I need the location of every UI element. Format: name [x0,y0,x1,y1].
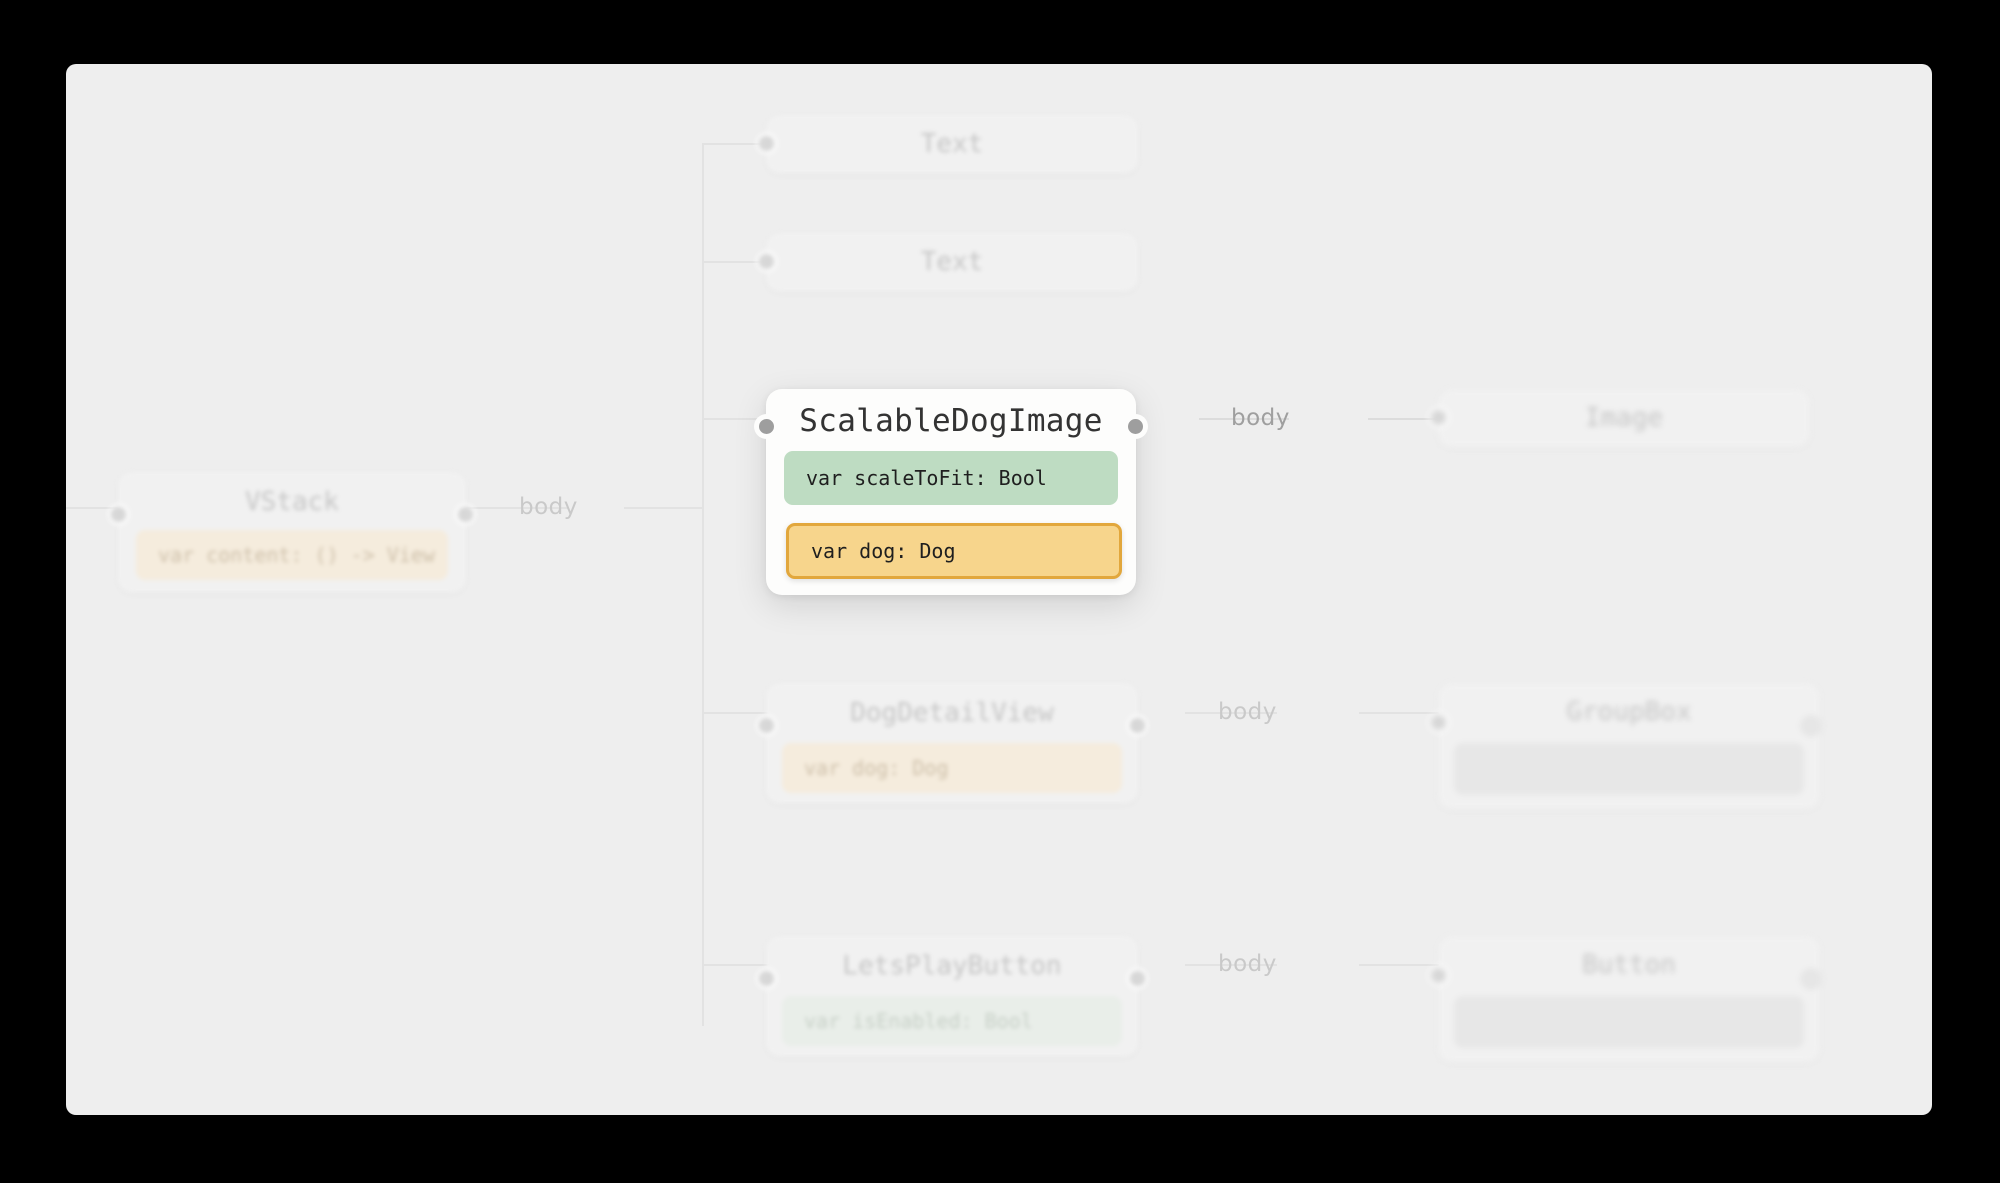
port-image-in[interactable] [1431,410,1446,425]
node-letsplaybutton[interactable]: LetsPlayButton var isEnabled: Bool [759,936,1145,1056]
port-text-2-in[interactable] [759,254,774,269]
property-dogdetailview-dog[interactable]: var dog: Dog [782,743,1122,793]
node-image[interactable]: Image [1431,389,1810,447]
port-groupbox-in[interactable] [1431,715,1446,730]
wire-ddv-out-right [1359,712,1439,714]
slot-button-content[interactable] [1454,996,1804,1048]
node-vstack[interactable]: VStack var content: () -> View [111,472,473,592]
node-text-1[interactable]: Text [759,115,1138,173]
wire-sdi-out-right [1368,418,1438,420]
property-letsplaybutton-isenabled[interactable]: var isEnabled: Bool [782,996,1122,1046]
port-vstack-in[interactable] [111,507,126,522]
property-vstack-content[interactable]: var content: () -> View [136,530,448,580]
node-text-1-title: Text [920,129,984,159]
node-letsplaybutton-title: LetsPlayButton [842,951,1062,981]
node-text-2-title: Text [920,247,984,277]
node-groupbox[interactable]: GroupBox [1431,683,1822,809]
wire-trunk [702,143,704,1026]
node-dogdetailview-title: DogDetailView [850,698,1054,728]
wire-sdi-out-left [1199,418,1289,420]
port-button-out[interactable] [1800,968,1822,990]
node-scalabledogimage[interactable]: ScalableDogImage var scaleToFit: Bool va… [759,389,1143,595]
port-scalabledogimage-out[interactable] [1128,419,1143,434]
wire-lpb-out-left [1185,964,1277,966]
port-dogdetailview-out[interactable] [1130,718,1145,733]
node-dogdetailview[interactable]: DogDetailView var dog: Dog [759,683,1145,803]
graph-canvas[interactable]: body body body body VStack var content: … [66,64,1932,1115]
port-letsplaybutton-in[interactable] [759,971,774,986]
wire-root-out-right [624,507,702,509]
port-scalabledogimage-in[interactable] [759,419,774,434]
node-button[interactable]: Button [1431,936,1822,1062]
wire-ddv-out-left [1185,712,1277,714]
node-image-title: Image [1584,403,1664,433]
edge-label-root-body: body [519,494,578,520]
node-text-2[interactable]: Text [759,233,1138,291]
port-letsplaybutton-out[interactable] [1130,971,1145,986]
wire-root-inlet [66,507,126,509]
port-dogdetailview-in[interactable] [759,718,774,733]
node-button-title: Button [1582,950,1676,980]
edge-label-scalabledogimage-body: body [1231,405,1290,431]
port-text-1-in[interactable] [759,136,774,151]
port-button-in[interactable] [1431,968,1446,983]
wire-lpb-out-right [1359,964,1439,966]
wire-root-out-left [458,507,568,509]
edge-label-letsplaybutton-body: body [1218,951,1277,977]
edge-label-dogdetailview-body: body [1218,699,1277,725]
port-groupbox-out[interactable] [1800,715,1822,737]
node-groupbox-title: GroupBox [1566,697,1692,727]
slot-groupbox-content[interactable] [1454,743,1804,795]
property-scaletofit[interactable]: var scaleToFit: Bool [784,451,1118,505]
node-vstack-title: VStack [245,487,339,517]
property-dog-selected[interactable]: var dog: Dog [786,523,1122,579]
port-vstack-out[interactable] [458,507,473,522]
node-scalabledogimage-title: ScalableDogImage [799,403,1103,439]
